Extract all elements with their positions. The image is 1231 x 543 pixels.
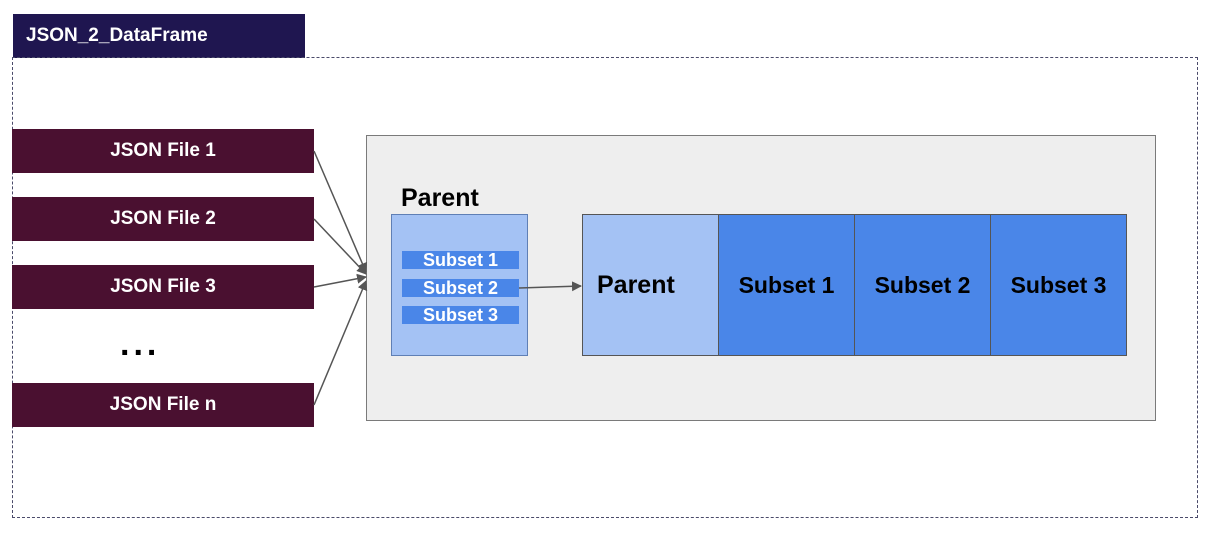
- json-file-3-box: JSON File 3: [12, 265, 314, 309]
- ellipsis: ...: [120, 325, 161, 363]
- dataframe-parent-column: Parent: [582, 214, 719, 356]
- json-file-n-box: JSON File n: [12, 383, 314, 427]
- parent-json-heading: Parent: [401, 184, 479, 212]
- json-file-2-box: JSON File 2: [12, 197, 314, 241]
- parent-subset-1-chip: Subset 1: [402, 251, 519, 269]
- dataframe-subset-2-column: Subset 2: [854, 214, 991, 356]
- json-file-1-box: JSON File 1: [12, 129, 314, 173]
- dataframe-subset-1-column: Subset 1: [718, 214, 855, 356]
- parent-subset-3-chip: Subset 3: [402, 306, 519, 324]
- dataframe-subset-3-column: Subset 3: [990, 214, 1127, 356]
- parent-subset-2-chip: Subset 2: [402, 279, 519, 297]
- diagram-title: JSON_2_DataFrame: [13, 14, 305, 58]
